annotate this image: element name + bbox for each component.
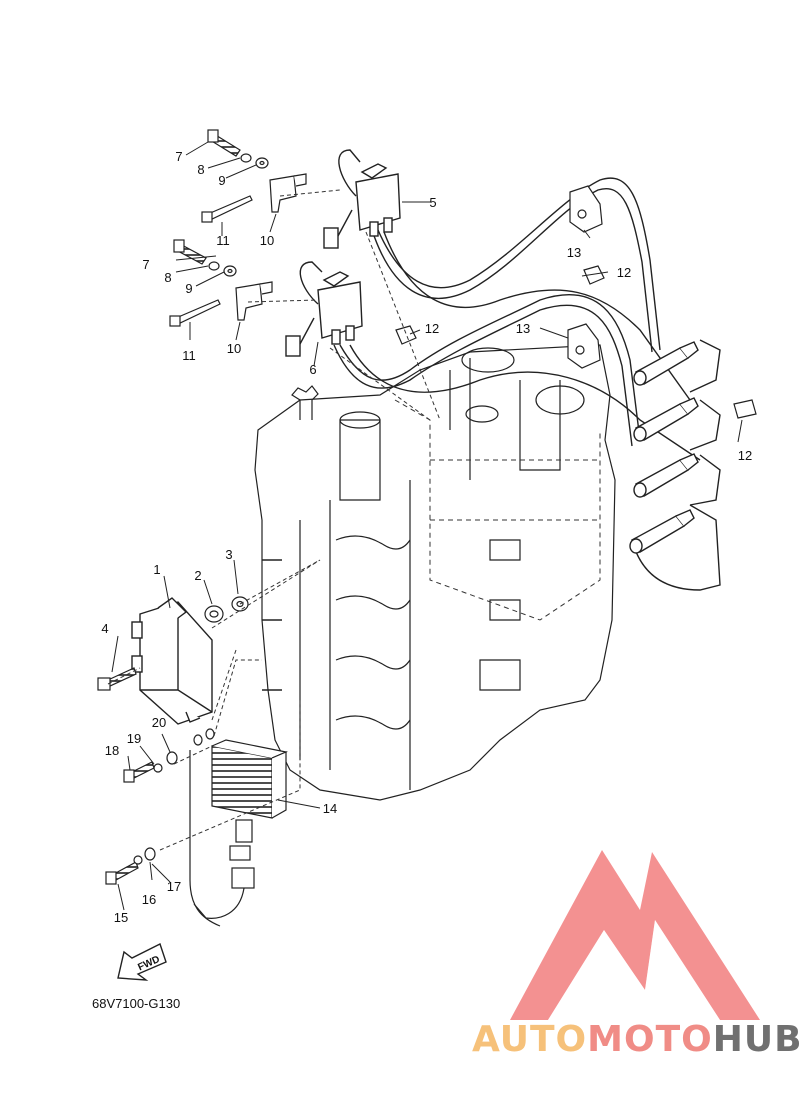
callout-8-lower: 8: [164, 270, 171, 285]
callout-4: 4: [101, 621, 108, 636]
fwd-arrow: FWD: [117, 943, 167, 981]
plug-cap-3: [633, 453, 699, 498]
watermark-logo: [510, 850, 760, 1020]
spark-plug-caps: [629, 341, 699, 554]
callout-11-lower: 11: [182, 348, 196, 363]
bolt-7-upper: [207, 129, 241, 157]
brand-auto: AUTO: [472, 1019, 588, 1060]
callout-9-upper: 9: [218, 173, 225, 188]
leader-lines: [111, 141, 743, 911]
washers-16-17-19-20: [133, 728, 215, 865]
callout-1: 1: [153, 562, 160, 577]
assembly-dashed-lines: [107, 189, 441, 851]
clamps-12-13: [395, 185, 757, 419]
watermark-brand-text: AUTOMOTOHUB: [472, 1020, 800, 1060]
callout-10-upper: 10: [260, 233, 274, 248]
callout-10-lower: 10: [227, 341, 241, 356]
callout-17: 17: [167, 879, 181, 894]
callout-14: 14: [323, 801, 337, 816]
callout-7-upper: 7: [175, 149, 182, 164]
callout-7-lower: 7: [142, 257, 149, 272]
brand-hub: HUB: [712, 1019, 800, 1060]
bolt-7-lower: [173, 239, 207, 265]
washers: [208, 153, 269, 277]
ignition-coil-6: [285, 261, 363, 357]
callout-9-lower: 9: [185, 281, 192, 296]
bolts-15-18: [105, 761, 155, 885]
callout-13-a: 13: [567, 245, 581, 260]
plug-cap-1: [633, 341, 699, 386]
engine-hidden-lines: [394, 399, 601, 621]
grommets-2-3: [204, 596, 249, 623]
callout-12-b: 12: [425, 321, 439, 336]
callout-15: 15: [114, 910, 128, 925]
engine-block: [254, 344, 616, 801]
callout-13-b: 13: [516, 321, 530, 336]
callout-19: 19: [127, 731, 141, 746]
rectifier-regulator: [189, 739, 289, 927]
callout-20: 20: [152, 715, 166, 730]
callout-2: 2: [194, 568, 201, 583]
callout-12-a: 12: [617, 265, 631, 280]
ignition-coil-5: [323, 149, 401, 249]
callout-16: 16: [142, 892, 156, 907]
brand-moto: MOTO: [587, 1019, 713, 1060]
callout-18: 18: [105, 743, 119, 758]
plug-cap-4: [629, 509, 695, 554]
callout-6: 6: [309, 362, 316, 377]
callout-5: 5: [429, 195, 436, 210]
callout-11-upper: 11: [216, 233, 230, 248]
cdi-unit: [131, 597, 213, 725]
callout-8-upper: 8: [197, 162, 204, 177]
callout-3: 3: [225, 547, 232, 562]
part-code: 68V7100-G130: [92, 996, 181, 1011]
callout-12-c: 12: [738, 448, 752, 463]
plug-cap-2: [633, 397, 699, 442]
callout-numbers: 1 2 3 4 5 6 7 7 8 8 9 9 10 10 11 11 12 1…: [101, 149, 752, 925]
cable-ties-11: [169, 195, 253, 327]
